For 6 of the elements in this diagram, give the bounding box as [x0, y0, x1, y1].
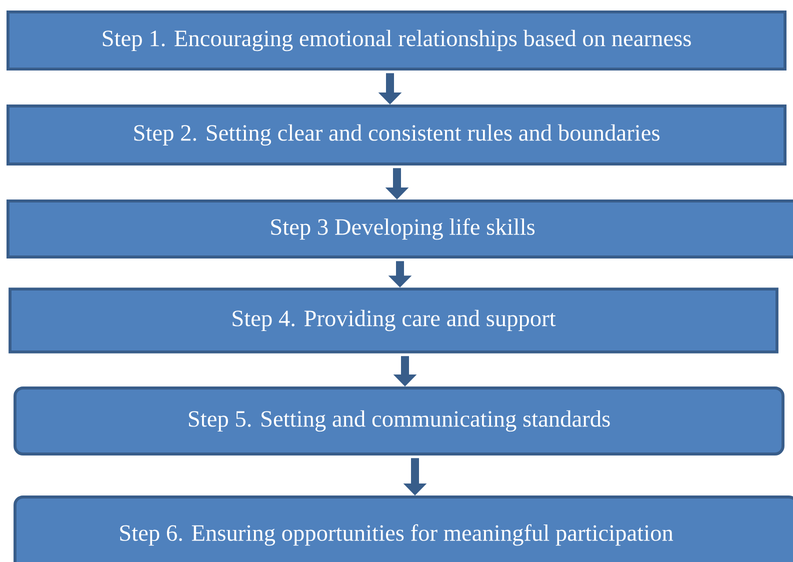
step-box: Step 6. Ensuring opportunities for meaningful participation: [14, 496, 793, 562]
step-box: Step 5. Setting and communicating standards: [14, 386, 784, 456]
step-box: Step 4. Providing care and support: [8, 288, 778, 354]
step-box: Step 1. Encouraging emotional relationships based on nearness: [6, 10, 786, 70]
step-box: Step 3 Developing life skills: [6, 200, 793, 258]
step-box: Step 2. Setting clear and consistent rules and boundaries: [6, 104, 786, 166]
